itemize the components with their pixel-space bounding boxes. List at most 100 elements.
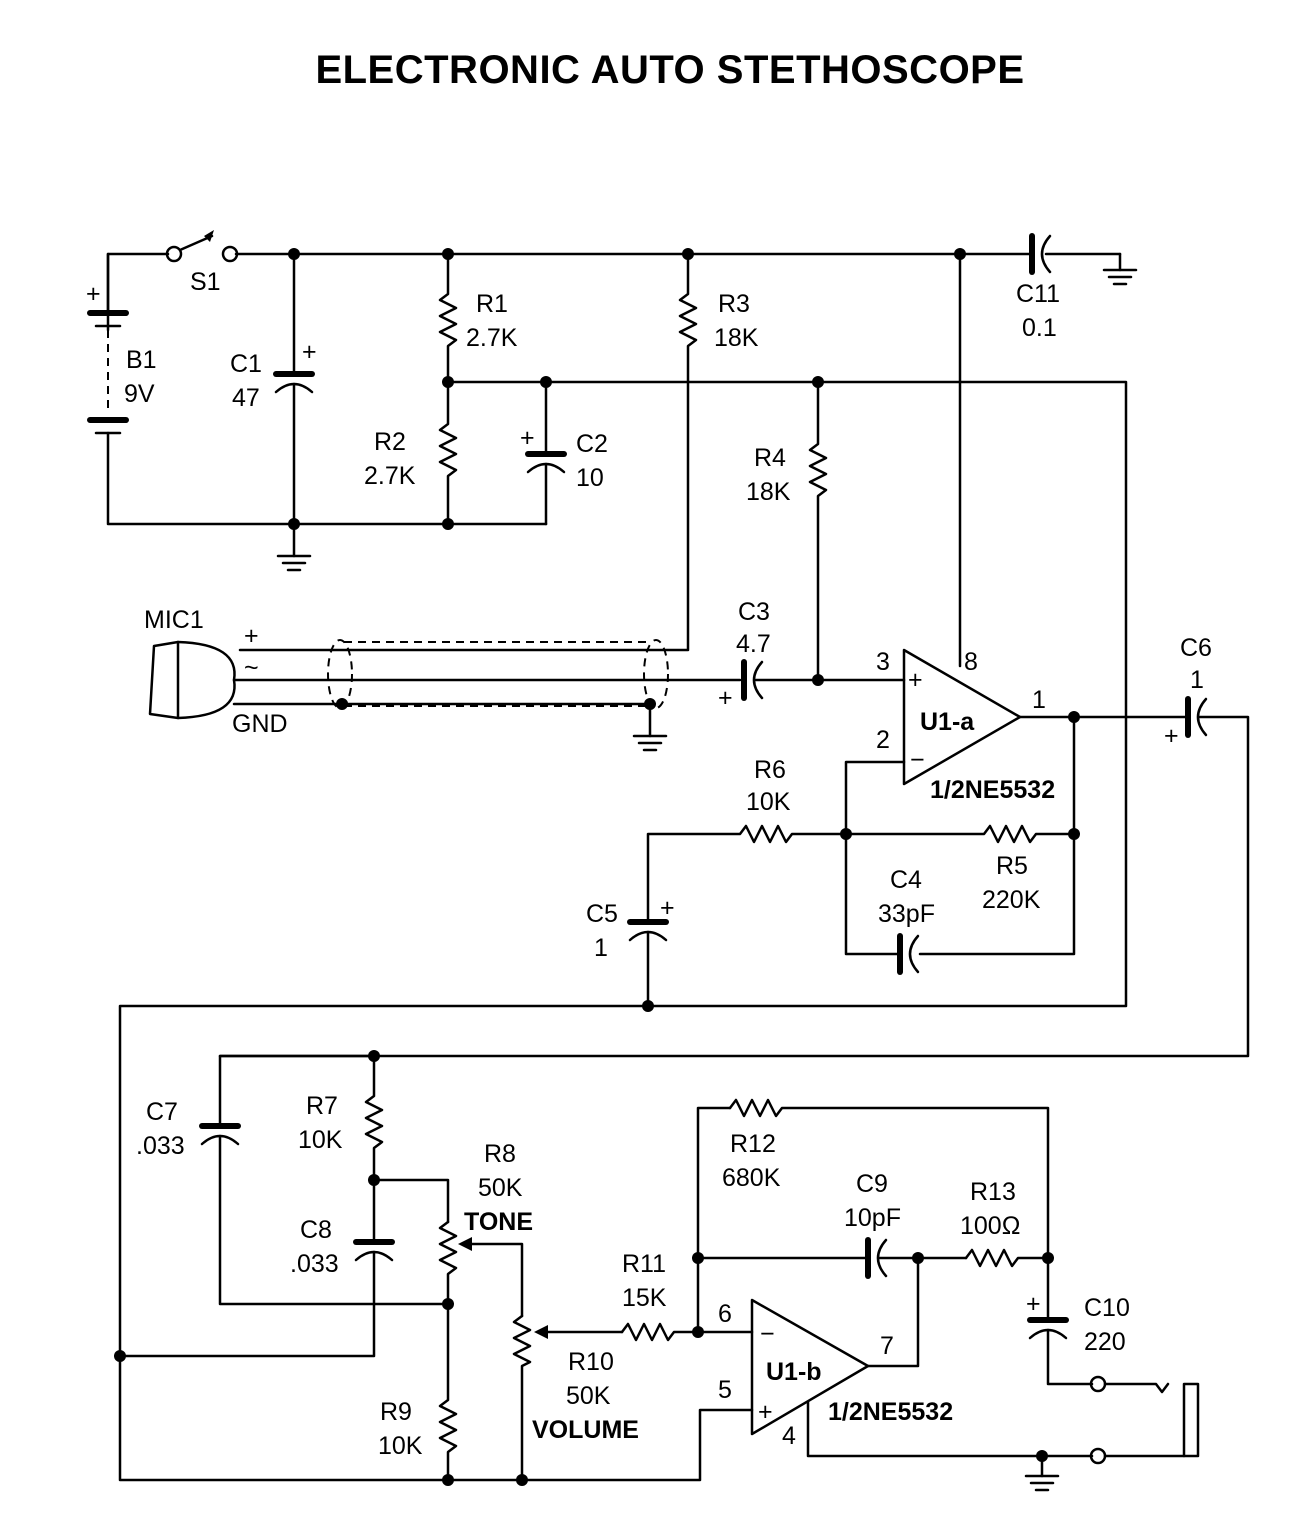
capacitor-c2: + C2 10 (520, 380, 608, 526)
u1a-part: 1/2NE5532 (930, 776, 1055, 804)
c2-label: C2 (576, 430, 608, 458)
resistor-r4: R4 18K (746, 380, 828, 682)
r6-value: 10K (746, 788, 791, 816)
u1a-pin1: 1 (1032, 686, 1046, 714)
c2-plus: + (520, 424, 535, 452)
r7-label: R7 (306, 1092, 338, 1120)
c5-plus: + (660, 894, 675, 922)
u1a-minus: − (910, 746, 925, 774)
resistor-r9: R9 10K (378, 1302, 458, 1482)
capacitor-c10: + C10 220 (1026, 1256, 1130, 1386)
c9-label: C9 (856, 1170, 888, 1198)
b1-label: B1 (126, 346, 157, 374)
ground-symbol-2 (1102, 252, 1138, 286)
battery-b1: + B1 9V (86, 252, 296, 526)
ground-symbol-1 (276, 522, 312, 572)
page-title: ELECTRONIC AUTO STETHOSCOPE (315, 48, 1025, 92)
resistor-r1: R1 2.7K (438, 252, 518, 384)
b1-value: 9V (124, 380, 155, 408)
c7-label: C7 (146, 1098, 178, 1126)
c11-label: C11 (1016, 280, 1060, 308)
c10-plus: + (1026, 1290, 1041, 1318)
c6-plus: + (1164, 722, 1179, 750)
r4-value: 18K (746, 478, 791, 506)
c7-value: .033 (136, 1132, 185, 1160)
c9-value: 10pF (844, 1204, 901, 1232)
opamp-u1b: − + U1-b 1/2NE5532 6 5 7 4 (718, 1298, 953, 1450)
r13-value: 100Ω (960, 1212, 1020, 1240)
c5-value: 1 (594, 934, 608, 962)
c11-value: 0.1 (1022, 314, 1057, 342)
c4-value: 33pF (878, 900, 935, 928)
capacitor-c11: C11 0.1 (1016, 233, 1060, 342)
c3-label: C3 (738, 598, 770, 626)
potentiometer-r8-tone: R8 50K TONE (438, 1140, 533, 1318)
r6-label: R6 (754, 756, 786, 784)
c10-label: C10 (1084, 1294, 1130, 1322)
c3-plus: + (718, 684, 733, 712)
capacitor-c5: + C5 1 (586, 894, 675, 1008)
switch-s1: S1 (165, 230, 239, 296)
capacitor-c8: C8 .033 (118, 1178, 395, 1358)
c8-label: C8 (300, 1216, 332, 1244)
r5-label: R5 (996, 852, 1028, 880)
c4-label: C4 (890, 866, 922, 894)
r10-value: 50K (566, 1382, 611, 1410)
c1-value: 47 (232, 384, 260, 412)
c6-label: C6 (1180, 634, 1212, 662)
r8-function: TONE (464, 1208, 533, 1236)
shielded-cable (327, 639, 669, 709)
resistor-r7: R7 10K (298, 1054, 384, 1182)
resistor-r11: R11 15K (620, 1250, 754, 1342)
u1b-pin4: 4 (782, 1422, 796, 1450)
capacitor-c4: C4 33pF (878, 866, 935, 975)
potentiometer-r10-volume: R10 50K VOLUME (512, 1314, 639, 1482)
c3-value: 4.7 (736, 630, 771, 658)
r11-label: R11 (622, 1250, 666, 1278)
c10-value: 220 (1084, 1328, 1126, 1356)
resistor-r6: R6 10K (646, 756, 848, 922)
r10-label: R10 (568, 1348, 614, 1376)
u1b-label: U1-b (766, 1358, 822, 1386)
c5-label: C5 (586, 900, 618, 928)
r7-value: 10K (298, 1126, 343, 1154)
headphone-jack (1089, 1375, 1200, 1465)
c8-value: .033 (290, 1250, 339, 1278)
r2-label: R2 (374, 428, 406, 456)
u1a-pin3: 3 (876, 648, 890, 676)
r11-value: 15K (622, 1284, 667, 1312)
ground-symbol-3 (632, 702, 668, 752)
r3-value: 18K (714, 324, 759, 352)
ground-symbol-4 (1024, 1454, 1060, 1492)
mic-gnd-label: GND (232, 710, 288, 738)
mic1-label: MIC1 (144, 606, 204, 634)
resistor-r3: R3 18K (238, 252, 759, 652)
r8-label: R8 (484, 1140, 516, 1168)
s1-label: S1 (190, 268, 221, 296)
u1b-minus: − (760, 1320, 775, 1348)
capacitor-c7: C7 .033 (136, 1098, 450, 1306)
c1-label: C1 (230, 350, 262, 378)
r2-value: 2.7K (364, 462, 416, 490)
u1a-pin8: 8 (964, 648, 978, 676)
opamp-u1a: + − U1-a 1/2NE5532 3 8 2 1 (876, 648, 1055, 804)
c2-value: 10 (576, 464, 604, 492)
u1a-pin2: 2 (876, 726, 890, 754)
r4-label: R4 (754, 444, 786, 472)
r12-value: 680K (722, 1164, 781, 1192)
r3-label: R3 (718, 290, 750, 318)
r13-label: R13 (970, 1178, 1016, 1206)
r1-value: 2.7K (466, 324, 518, 352)
capacitor-c1: + C1 47 (230, 252, 317, 526)
resistor-r5: R5 220K (844, 824, 1076, 914)
mic-plus: + (244, 622, 259, 650)
u1b-pin6: 6 (718, 1300, 732, 1328)
capacitor-c9: C9 10pF (844, 1170, 968, 1279)
u1b-plus: + (758, 1398, 773, 1426)
c6-value: 1 (1190, 666, 1204, 694)
u1b-pin7: 7 (880, 1332, 894, 1360)
r12-label: R12 (730, 1130, 776, 1158)
top-rail-wiring (106, 252, 1122, 332)
r10-function: VOLUME (532, 1416, 639, 1444)
